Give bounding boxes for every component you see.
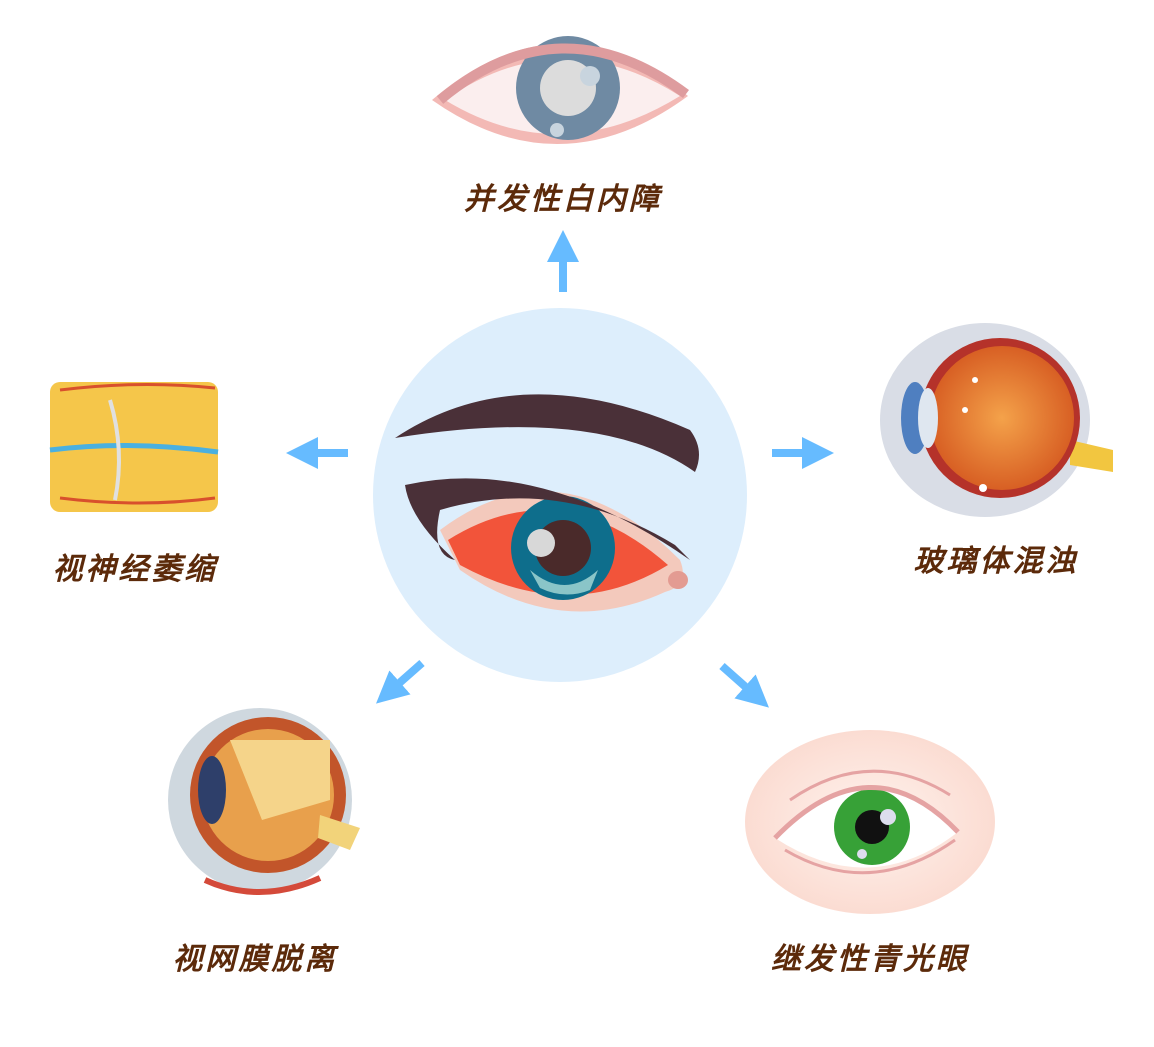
green-eye-icon — [745, 730, 995, 914]
label-optic-atrophy: 视神经萎缩 — [53, 552, 220, 587]
optic-nerve-icon — [49, 382, 219, 512]
vitreous-eyeball-icon — [880, 323, 1113, 517]
label-vitreous-opacity: 玻璃体混浊 — [914, 544, 1079, 579]
arrow-down-left — [376, 660, 425, 704]
arrows — [286, 230, 834, 708]
label-secondary-glaucoma: 继发性青光眼 — [771, 942, 970, 977]
label-retinal-detachment: 视网膜脱离 — [173, 942, 340, 977]
label-cataract: 并发性白内障 — [464, 182, 663, 217]
arrow-down-right — [719, 663, 769, 708]
eyeball-cross-section-icon — [168, 708, 360, 895]
red-inflamed-eye-icon — [373, 308, 747, 682]
cataract-eye-icon — [432, 36, 689, 145]
